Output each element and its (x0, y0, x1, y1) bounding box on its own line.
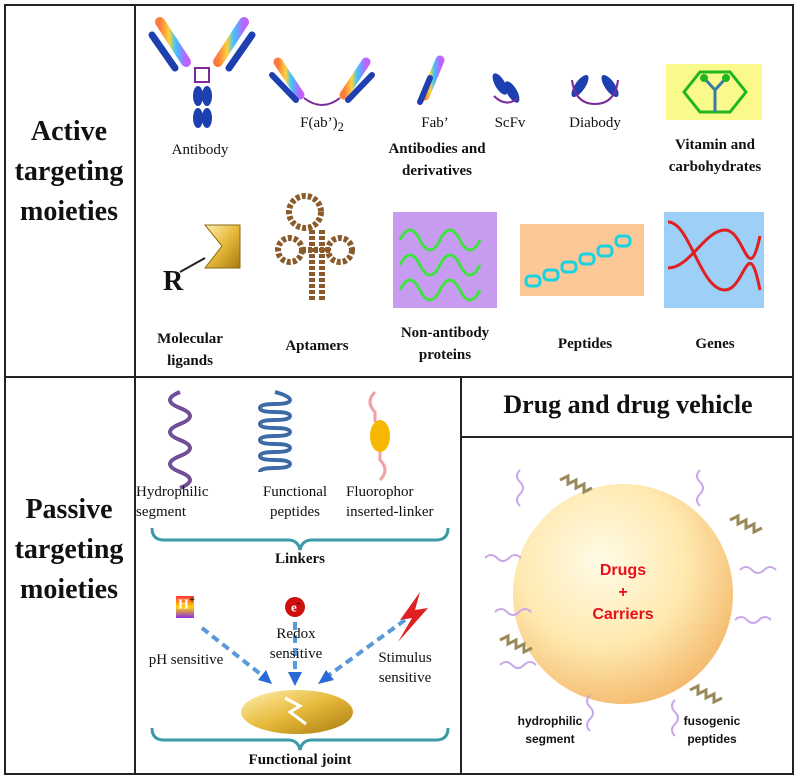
carrier-hydrophilic-line: hydrophilic (517, 714, 583, 728)
vitamin-label-line: Vitamin and (675, 137, 755, 153)
fluorophor-label: Fluorophor inserted-linker (346, 482, 458, 522)
fluorophor-line: Fluorophor (346, 484, 414, 500)
antibodies-group-label: Antibodies and derivatives (372, 138, 502, 182)
non-antibody-protein-icon (393, 212, 497, 308)
functional-peptides-label: Functional peptides (245, 482, 345, 522)
non-antibody-line: proteins (418, 347, 472, 363)
fluorophor-line: inserted-linker (346, 504, 434, 520)
aptamers-label: Aptamers (285, 338, 349, 354)
linkers-label: Linkers (274, 551, 325, 567)
r-group-label: R (163, 266, 184, 297)
divider-drug-title (460, 436, 794, 438)
molecular-ligands-label: Molecular ligands (145, 328, 235, 372)
scfv-label: ScFv (494, 115, 526, 131)
fluorophor-linker-icon (368, 390, 390, 482)
passive-title-line: Passive (25, 494, 113, 525)
figure-frame (4, 4, 794, 775)
functional-joint-icon (241, 690, 353, 734)
active-title-line: moieties (20, 196, 118, 227)
electron-label: e- (291, 597, 300, 615)
functional-line: peptides (270, 504, 320, 520)
hydrophilic-line: Hydrophilic (136, 484, 209, 500)
electron-symbol: e (291, 599, 297, 615)
peptide-icon (520, 224, 644, 296)
carrier-fusogenic-line: fusogenic (683, 714, 741, 728)
aptamer-icon (275, 193, 355, 300)
lightning-stimulus-icon (398, 592, 428, 642)
passive-title: Passive targeting moieties (4, 490, 134, 610)
vitamin-icon (666, 64, 762, 120)
proton-label: H+ (178, 594, 195, 614)
stimulus-line: Stimulus (378, 650, 432, 666)
active-title-line: targeting (14, 156, 124, 187)
genes-label: Genes (695, 336, 735, 352)
redox-sensitive-label: Redox sensitive (254, 624, 338, 664)
fab2-label: F(ab’)2 (282, 115, 362, 135)
molecular-ligands-line: Molecular (157, 331, 223, 347)
drugs-carriers-label: Drugs + Carriers (573, 560, 673, 626)
functional-line: Functional (262, 484, 328, 500)
vitamin-label-line: carbohydrates (668, 159, 762, 175)
peptides-label: Peptides (557, 336, 613, 352)
antibodies-group-line: derivatives (402, 163, 472, 179)
carrier-hydrophilic-label: hydrophilic segment (510, 712, 590, 748)
hydrophilic-line: segment (136, 504, 186, 520)
electron-charge: - (296, 597, 301, 609)
diabody-icon (571, 74, 619, 106)
fab2-label-subscript: 2 (337, 120, 344, 134)
gene-icon (664, 212, 764, 308)
redox-line: sensitive (269, 646, 323, 662)
fab-label: Fab’ (421, 115, 449, 131)
non-antibody-proteins-label: Non-antibody proteins (380, 322, 510, 366)
hydrophilic-segment-label: Hydrophilic segment (136, 482, 232, 522)
molecular-ligand-icon (179, 224, 241, 273)
drug-carrier-sphere (484, 469, 777, 737)
proton-charge: + (188, 594, 196, 606)
molecular-ligands-line: ligands (167, 353, 213, 369)
proton-symbol: H (178, 597, 189, 613)
drugs-carriers-line: + (618, 584, 628, 601)
divider-horizontal (4, 376, 794, 378)
functional-joint-label: Functional joint (248, 752, 352, 768)
drugs-carriers-line: Drugs (599, 562, 647, 579)
scfv-icon (492, 73, 520, 104)
redox-line: Redox (276, 626, 316, 642)
drug-panel-title: Drug and drug vehicle (503, 390, 753, 419)
linkers-bracket (150, 527, 450, 551)
divider-drug-panel (460, 376, 462, 775)
carrier-fusogenic-line: peptides (687, 732, 737, 746)
joint-bracket (150, 727, 450, 751)
stimulus-line: sensitive (378, 670, 432, 686)
carrier-hydrophilic-line: segment (525, 732, 575, 746)
non-antibody-line: Non-antibody (400, 325, 490, 341)
passive-title-line: targeting (14, 534, 124, 565)
hydrophilic-segment-coil-icon (168, 390, 192, 490)
antibodies-group-line: Antibodies and (388, 141, 486, 157)
proton-icon (176, 596, 194, 618)
passive-title-line: moieties (20, 574, 118, 605)
stimulus-sensitive-label: Stimulus sensitive (360, 648, 450, 688)
fab-icon (417, 55, 445, 105)
diabody-label: Diabody (569, 115, 621, 131)
fab2-label-text: F(ab’) (300, 115, 338, 131)
antibody-icon (148, 17, 256, 128)
divider-left-column (134, 4, 136, 775)
ph-sensitive-label: pH sensitive (148, 652, 224, 668)
antibody-label: Antibody (171, 142, 229, 158)
functional-peptide-coil-icon (257, 390, 293, 473)
carrier-fusogenic-label: fusogenic peptides (672, 712, 752, 748)
electron-icon (285, 597, 305, 617)
active-title-line: Active (30, 116, 108, 147)
active-title: Active targeting moieties (4, 112, 134, 232)
fab2-icon (269, 57, 375, 106)
drugs-carriers-line: Carriers (592, 606, 654, 623)
vitamin-label: Vitamin and carbohydrates (650, 134, 780, 178)
